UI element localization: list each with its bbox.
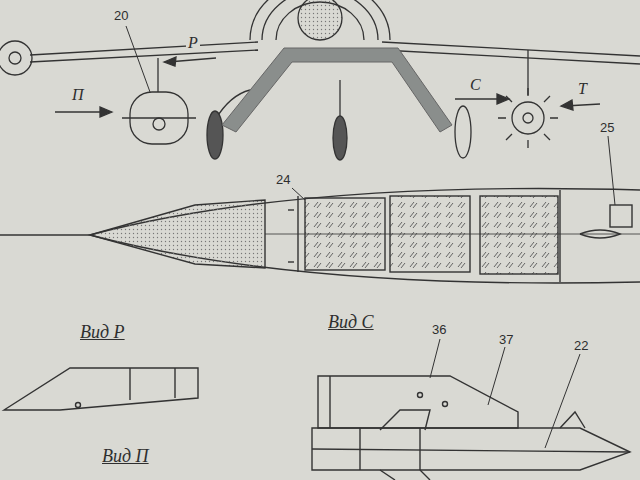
front-view: [30, 42, 258, 55]
view-s-shape: [380, 410, 430, 430]
leader-line: [126, 26, 150, 92]
leader-line: [545, 354, 580, 448]
fuselage-section: [0, 234, 90, 235]
view-letter: П: [70, 86, 86, 104]
leader-line: [430, 339, 440, 378]
front-view: [382, 42, 640, 56]
view-arrow: [55, 57, 600, 117]
callout-number: 36: [430, 322, 448, 337]
view-r-shape: [76, 403, 81, 408]
callout-number: 24: [274, 172, 292, 187]
front-view: [523, 113, 533, 123]
front-view: [30, 50, 258, 62]
landing-gear-stand: [222, 48, 452, 132]
front-view: [262, 0, 378, 40]
fuselage-section: [580, 230, 620, 238]
front-view: [498, 88, 558, 148]
view-r-shape: [129, 368, 130, 400]
front-view: [0, 0, 640, 160]
callout-number: 37: [497, 332, 515, 347]
fuselage-section: [288, 261, 294, 262]
view-s-shape: [312, 428, 630, 470]
front-view: [0, 41, 32, 75]
front-view: [153, 118, 165, 130]
view-r-shape: [174, 368, 175, 398]
front-view: [122, 117, 196, 118]
front-view: [157, 58, 158, 92]
view-r-shape: [4, 368, 198, 410]
fuselage-section: [265, 234, 640, 235]
fuselage-section: [480, 196, 558, 274]
front-view: [298, 0, 342, 40]
front-view: [207, 111, 223, 159]
leader-line: [488, 347, 505, 405]
view-arrow: [497, 94, 509, 104]
front-view: [333, 116, 347, 160]
view-arrow: [100, 107, 112, 117]
fuselage-section: [288, 209, 294, 210]
view-r-shape: [4, 368, 198, 410]
front-view: [339, 80, 340, 116]
view-s-shape: [318, 376, 518, 428]
view-title: Вид П: [100, 446, 151, 466]
view-arrow: [561, 100, 573, 110]
front-view: [9, 52, 21, 64]
view-letter: С: [468, 76, 483, 94]
view-s-shape: [380, 470, 430, 480]
view-s-shape: [312, 449, 630, 452]
front-view: [382, 50, 640, 64]
fuselage-section: [559, 190, 560, 282]
view-s-shape: [418, 393, 423, 398]
view-arrow: [164, 57, 176, 66]
view-letter: Р: [186, 34, 200, 52]
view-s-shape: [560, 412, 585, 428]
view-s-shape: [419, 428, 420, 470]
landing-gear-stand: [222, 48, 452, 132]
leader-line: [292, 188, 305, 200]
front-view: [455, 106, 471, 158]
view-title: Вид Р: [78, 322, 127, 342]
front-view: [512, 102, 544, 134]
fuselage-section: [610, 205, 632, 227]
view-letter: Т: [576, 80, 589, 98]
fuselage-section: [0, 188, 640, 283]
view-s-shape: [443, 402, 448, 407]
view-s-shape: [329, 376, 330, 428]
leader-line: [126, 26, 615, 448]
view-title: Вид С: [326, 312, 376, 332]
callout-number: 20: [112, 8, 130, 23]
callout-number: 25: [598, 120, 616, 135]
view-s-shape: [312, 376, 630, 480]
leader-line: [608, 136, 615, 205]
fuselage-section: [90, 200, 265, 268]
callout-number: 22: [572, 338, 590, 353]
front-view: [250, 0, 390, 40]
